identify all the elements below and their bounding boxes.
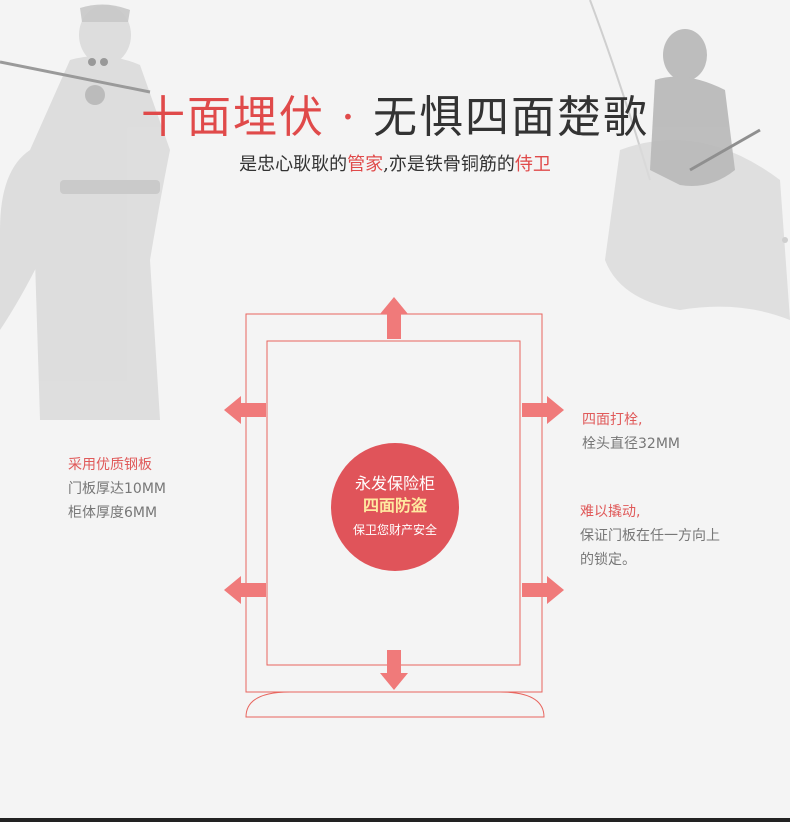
badge-slogan: 保卫您财产安全 (352, 523, 437, 537)
subtitle-part-1: 是忠心耿耿的 (239, 154, 348, 175)
bolt-title: 四面打栓, (582, 412, 643, 428)
steel-plate-note: 采用优质钢板 门板厚达10MM 柜体厚度6MM (68, 453, 166, 525)
bottom-border (0, 818, 790, 822)
badge-circle: 永发保险柜 四面防盗 保卫您财产安全 (331, 443, 459, 571)
steel-plate-title: 采用优质钢板 (68, 457, 152, 473)
arrow-right-icon (522, 396, 564, 424)
subtitle-highlight-2: 侍卫 (514, 154, 551, 175)
pry-title: 难以撬动, (580, 504, 641, 520)
arrow-left-icon (224, 576, 266, 604)
arrow-up-icon (380, 297, 408, 339)
title-separator: · (341, 92, 357, 143)
page-title: 十面埋伏 · 无惧四面楚歌 (0, 88, 790, 148)
bolt-note: 四面打栓, 栓头直径32MM (582, 408, 680, 456)
arrow-right-icon (522, 576, 564, 604)
door-thickness: 门板厚达10MM (68, 481, 166, 497)
pry-resistance-note: 难以撬动, 保证门板在任一方向上 的锁定。 (580, 500, 720, 572)
badge-brand: 永发保险柜 (354, 474, 435, 493)
bolt-diameter: 栓头直径32MM (582, 436, 680, 452)
arrow-left-icon (224, 396, 266, 424)
body-thickness: 柜体厚度6MM (68, 505, 158, 521)
subtitle: 是忠心耿耿的管家,亦是铁骨铜筋的侍卫 (0, 152, 790, 178)
badge-feature: 四面防盗 (362, 496, 427, 515)
subtitle-highlight-1: 管家 (347, 154, 384, 175)
arrow-down-icon (380, 650, 408, 690)
pry-line-2: 的锁定。 (580, 552, 636, 568)
pry-line-1: 保证门板在任一方向上 (580, 528, 720, 544)
safe-base (245, 691, 545, 718)
title-right: 无惧四面楚歌 (373, 92, 649, 143)
title-left: 十面埋伏 (141, 92, 325, 143)
subtitle-part-2: ,亦是铁骨铜筋的 (383, 154, 515, 175)
